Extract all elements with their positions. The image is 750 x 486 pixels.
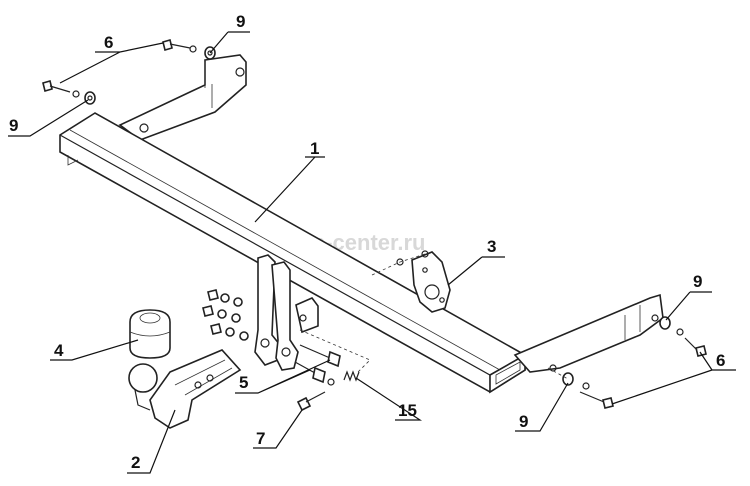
socket-plate-part-3 [371,250,451,313]
fasteners [42,39,707,412]
crossbar-part-1 [59,54,664,394]
callout-4: 4 [54,341,64,360]
callout-7: 7 [256,429,265,448]
callout-9-left: 9 [9,116,18,135]
callout-9-bottom: 9 [519,412,528,431]
callout-15: 15 [398,401,417,420]
callout-6-right: 6 [716,351,725,370]
leader-lines [8,31,736,474]
callout-5: 5 [239,373,248,392]
ball-mount-part-2 [128,349,242,429]
callout-3: 3 [487,237,496,256]
callout-2: 2 [131,453,140,472]
callout-9-right: 9 [693,272,702,291]
callout-6-top: 6 [104,33,113,52]
callout-9-top: 9 [236,12,245,31]
callout-1: 1 [310,139,319,158]
ball-cap-part-4 [129,309,171,359]
